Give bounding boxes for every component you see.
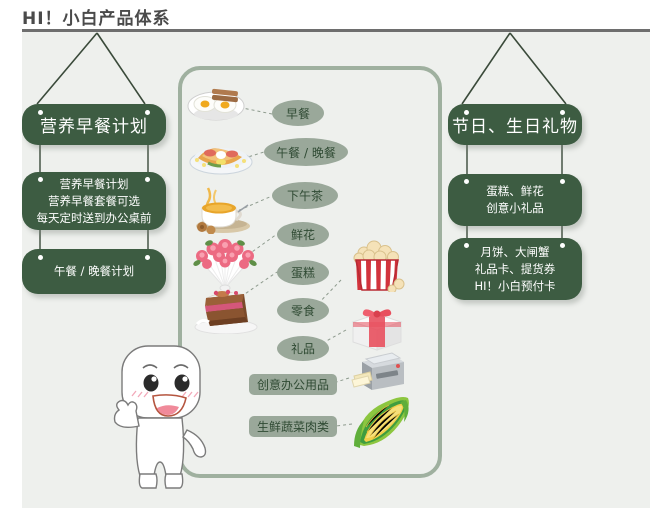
popcorn-icon — [353, 240, 405, 292]
pin-dot — [38, 110, 43, 115]
pin-dot — [560, 110, 565, 115]
center-label-afternoon-tea-text: 下午茶 — [286, 189, 323, 203]
rose-bouquet-icon — [193, 239, 257, 290]
center-label-lunch-dinner[interactable]: 午餐 / 晚餐 — [264, 138, 348, 166]
center-label-office-supplies[interactable]: 创意办公用品 — [249, 374, 337, 395]
pin-dot — [38, 177, 43, 182]
right-box1-line-2: 创意小礼品 — [486, 201, 544, 215]
title-divider — [22, 29, 650, 32]
right-branch-header-label: 节日、生日礼物 — [452, 117, 578, 137]
right-branch-box-1[interactable]: 蛋糕、鲜花 创意小礼品 — [448, 174, 582, 226]
pin-dot — [145, 177, 150, 182]
cake-slice-icon — [194, 289, 258, 334]
center-label-flowers-text: 鲜花 — [290, 228, 315, 242]
center-label-gifts[interactable]: 礼品 — [277, 336, 329, 361]
tea-cup-icon — [196, 187, 250, 234]
center-label-fresh-food[interactable]: 生鲜蔬菜肉类 — [249, 416, 337, 437]
right-box1-line-1: 蛋糕、鲜花 — [486, 184, 544, 198]
pin-dot — [38, 255, 43, 260]
left-branch-box-1[interactable]: 营养早餐计划 营养早餐套餐可选 每天定时送到办公桌前 — [22, 172, 166, 230]
left-box1-line-3: 每天定时送到办公桌前 — [36, 210, 152, 225]
center-label-breakfast-text: 早餐 — [285, 106, 310, 121]
printer-icon — [351, 352, 404, 390]
right-branch-header[interactable]: 节日、生日礼物 — [448, 104, 582, 145]
center-label-fresh-food-text: 生鲜蔬菜肉类 — [256, 420, 329, 434]
pin-dot — [560, 243, 565, 248]
left-box1-line-2: 营养早餐套餐可选 — [48, 193, 140, 208]
center-label-cake-text: 蛋糕 — [290, 266, 315, 280]
lunch-plate-icon — [189, 148, 253, 175]
center-label-gifts-text: 礼品 — [290, 342, 315, 356]
center-label-snacks-text: 零食 — [290, 304, 315, 318]
right-box2-line-1: 月饼、大闸蟹 — [480, 244, 550, 259]
xiaobai-mascot — [113, 345, 207, 489]
left-branch-box-2[interactable]: 午餐 / 晚餐计划 — [22, 249, 166, 294]
pin-dot — [464, 179, 469, 184]
center-label-afternoon-tea[interactable]: 下午茶 — [272, 182, 338, 209]
left-box2-line-1: 午餐 / 晚餐计划 — [53, 264, 135, 278]
center-label-breakfast[interactable]: 早餐 — [272, 100, 324, 126]
center-label-snacks[interactable]: 零食 — [277, 298, 329, 323]
center-label-lunch-dinner-text: 午餐 / 晚餐 — [276, 145, 336, 160]
center-label-cake[interactable]: 蛋糕 — [277, 260, 329, 285]
center-label-flowers[interactable]: 鲜花 — [277, 222, 329, 247]
fried-eggs-icon — [187, 88, 245, 121]
pin-dot — [145, 110, 150, 115]
center-panel — [178, 66, 442, 478]
page-title: HI！小白产品体系 — [22, 9, 171, 29]
pin-dot — [145, 255, 150, 260]
pin-dot — [464, 243, 469, 248]
pin-dot — [560, 179, 565, 184]
pin-dot — [464, 110, 469, 115]
corn-icon — [354, 397, 409, 448]
gift-box-icon — [351, 309, 403, 351]
left-branch-header-label: 营养早餐计划 — [40, 117, 148, 137]
center-label-office-supplies-text: 创意办公用品 — [256, 378, 329, 392]
right-box2-line-3: HI！小白预付卡 — [474, 278, 556, 293]
left-branch-header[interactable]: 营养早餐计划 — [22, 104, 166, 145]
left-box1-line-1: 营养早餐计划 — [59, 176, 129, 191]
right-branch-box-2[interactable]: 月饼、大闸蟹 礼品卡、提货券 HI！小白预付卡 — [448, 238, 582, 300]
right-box2-line-2: 礼品卡、提货券 — [474, 261, 556, 276]
